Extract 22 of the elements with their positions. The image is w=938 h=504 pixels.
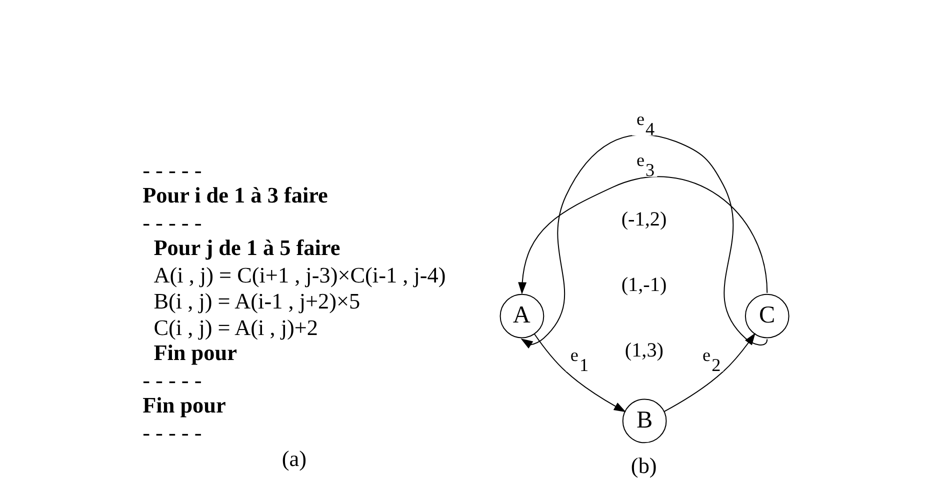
label: Pour i de 1 à 3 faire (142, 182, 328, 208)
label: - - - - - (142, 157, 202, 182)
label: (b) (630, 453, 657, 478)
label: - - - - - (142, 367, 202, 392)
label: A(i , j) = C(i+1 , j-3)×C(i-1 , j-4) (154, 262, 446, 288)
arrow (518, 176, 768, 294)
label: (a) (282, 446, 306, 471)
arrow (520, 134, 768, 349)
label: Fin pour (154, 340, 237, 366)
label: - - - - - (142, 420, 202, 445)
label: (1,-1) (621, 274, 667, 296)
node-circle: C (744, 294, 790, 338)
node-circle: B (622, 398, 667, 444)
label: C(i , j) = A(i , j)+2 (154, 314, 318, 340)
label: (1,3) (624, 339, 664, 362)
node-circle: A (500, 294, 544, 338)
label: (-1,2) (621, 208, 667, 230)
label: - - - - - (142, 210, 202, 235)
label: Fin pour (142, 392, 226, 418)
label: B(i , j) = A(i-1 , j+2)×5 (154, 288, 360, 314)
label: Pour j de 1 à 5 faire (154, 235, 340, 260)
arrow (534, 334, 626, 412)
